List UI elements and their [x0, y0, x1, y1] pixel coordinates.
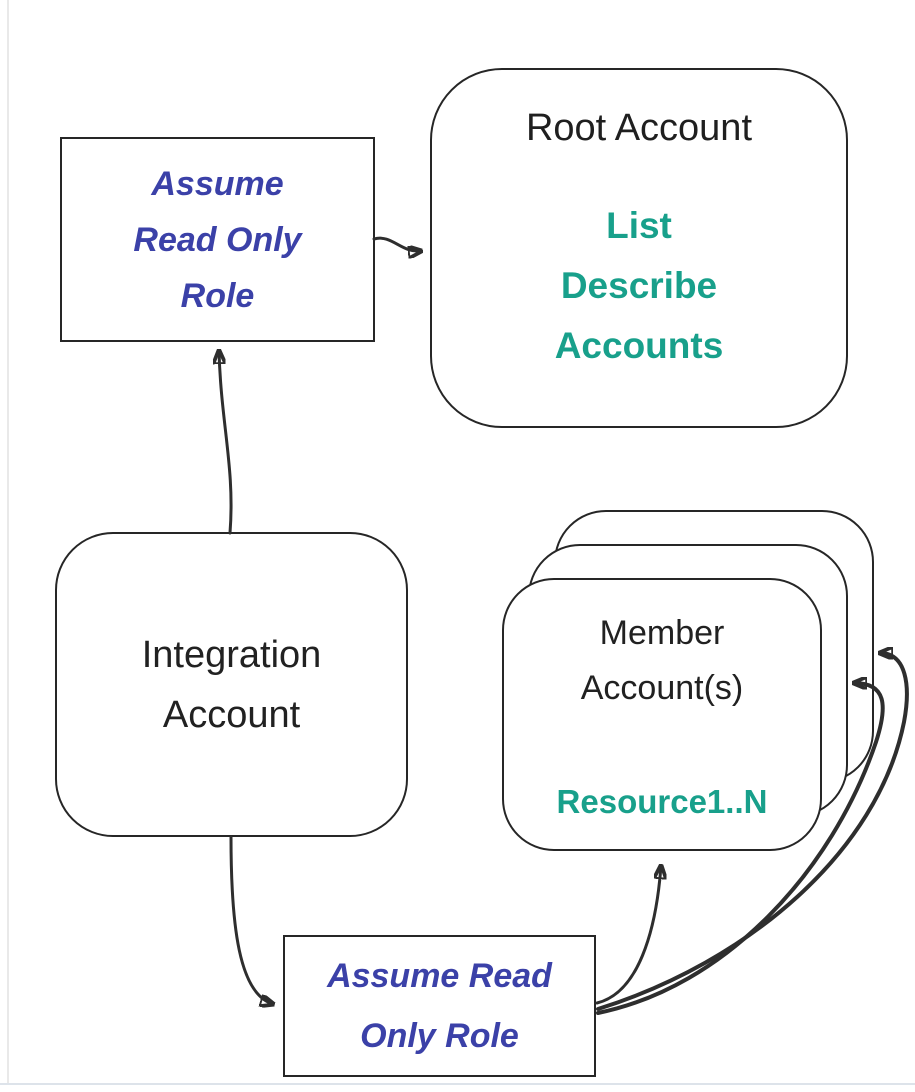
member-resource-label: Resource1..N: [556, 783, 768, 820]
root-account-title: Root Account: [525, 107, 753, 149]
arrow-integration-to-assume-bottom: [229, 835, 273, 1004]
member-account-node: Member Account(s) Resource1..N: [502, 578, 822, 851]
integration-line-2: Account: [162, 693, 301, 736]
root-action-accounts: Accounts: [554, 325, 724, 366]
member-title-line-1: Member: [599, 614, 725, 652]
member-account-title: Member Account(s): [504, 580, 820, 716]
member-title-line-2: Account(s): [580, 669, 744, 707]
assume-top-line-2: Read Only: [133, 220, 302, 259]
assume-bottom-line-2: Only Role: [360, 1017, 519, 1055]
page-edge-bottom: [0, 1083, 915, 1085]
assume-read-only-role-top-node: Assume Read Only Role: [60, 137, 375, 342]
root-account-node: Root Account List Describe Accounts: [430, 68, 848, 428]
assume-bottom-line-1: Assume Read: [327, 957, 552, 995]
arrow-assume-bottom-to-member-front: [595, 866, 661, 1005]
root-action-describe: Describe: [560, 265, 718, 306]
integration-account-node: Integration Account: [55, 532, 408, 837]
page-edge-left: [7, 0, 9, 1084]
integration-line-1: Integration: [141, 633, 322, 676]
arrow-assume-top-to-root: [372, 236, 421, 251]
assume-top-line-3: Role: [180, 276, 255, 315]
assume-read-only-role-bottom-node: Assume Read Only Role: [283, 935, 596, 1077]
root-action-list: List: [606, 205, 672, 246]
assume-top-line-1: Assume: [151, 164, 284, 203]
root-account-actions: List Describe Accounts: [555, 196, 724, 376]
arrow-integration-to-assume-top: [219, 351, 233, 535]
